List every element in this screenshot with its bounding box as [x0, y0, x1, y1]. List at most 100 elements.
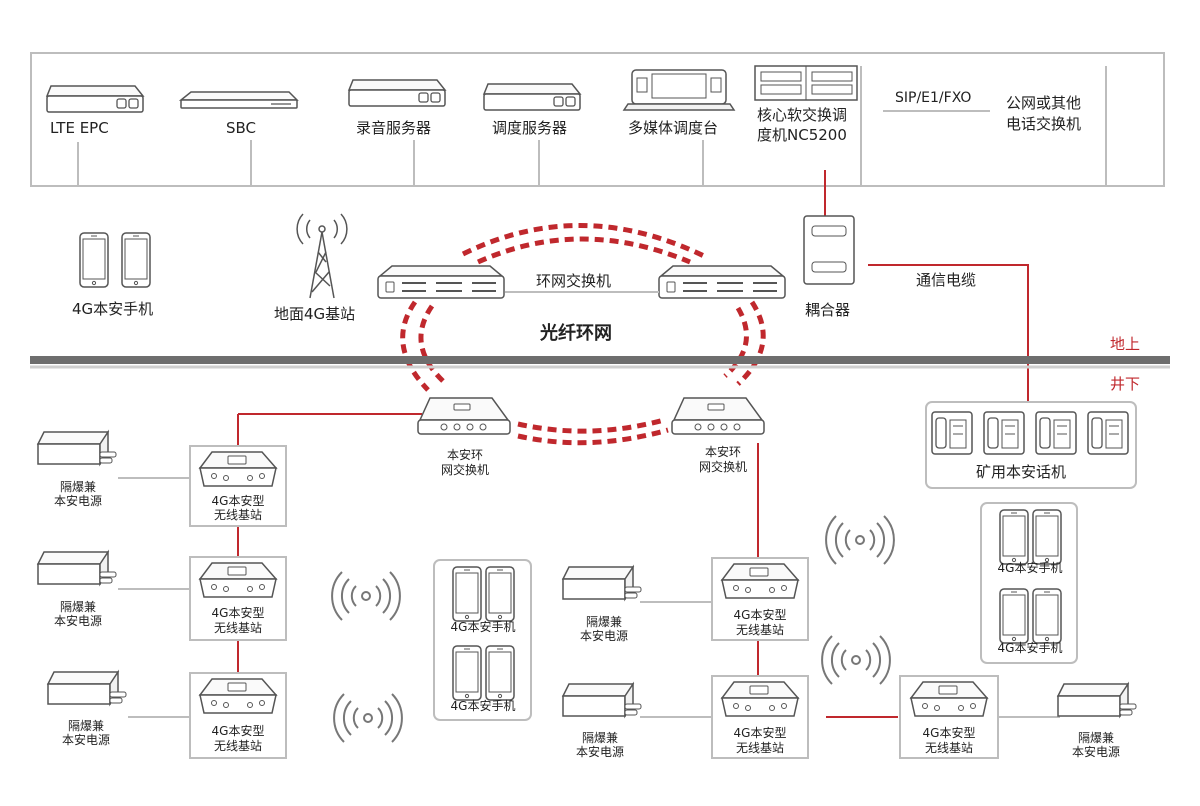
base-station-icon [199, 562, 277, 598]
bs-label-1: 4G本安型 [733, 608, 787, 622]
ring-switch-right-icon [658, 265, 786, 299]
dispatch-server-label: 调度服务器 [492, 119, 568, 137]
phone-icon [452, 645, 482, 701]
public-network-label-2: 电话交换机 [1006, 115, 1082, 133]
handset-label: 4G本安手机 [997, 561, 1063, 575]
safe-switch-right-label-1: 本安环 [704, 445, 741, 459]
psu-label-2: 本安电源 [1071, 745, 1120, 759]
base-station-icon [721, 563, 799, 599]
power-supply-icon [37, 551, 117, 585]
bs-label-2: 无线基站 [735, 623, 784, 637]
psu-label-2: 本安电源 [61, 733, 110, 747]
bs-label-2: 无线基站 [213, 621, 262, 635]
phone-icon [452, 566, 482, 622]
safe-switch-left-label-1: 本安环 [446, 448, 483, 462]
multimedia-console-icon [622, 69, 736, 111]
fiber-ring-label: 光纤环网 [540, 323, 612, 344]
safe-switch-left-label-2: 网交换机 [440, 463, 489, 477]
ring-switch-label: 环网交换机 [536, 272, 612, 290]
sbc-device-icon [180, 91, 298, 109]
phone-icon [121, 232, 151, 288]
recording-server-label: 录音服务器 [356, 119, 432, 137]
mine-phone-icon [931, 411, 973, 455]
psu-label-1: 隔爆兼 [67, 719, 104, 733]
wireless-signal-icon [821, 635, 891, 685]
psu-label-2: 本安电源 [575, 745, 624, 759]
handset-label: 4G本安手机 [997, 641, 1063, 655]
psu-label-1: 隔爆兼 [1077, 731, 1114, 745]
power-supply-icon [37, 431, 117, 465]
bs-label-1: 4G本安型 [211, 606, 265, 620]
lte-epc-server-icon [46, 85, 144, 113]
public-network-label-1: 公网或其他 [1006, 94, 1082, 112]
lte-epc-label: LTE EPC [50, 119, 109, 137]
power-supply-icon [562, 566, 642, 600]
bs-label-2: 无线基站 [924, 741, 973, 755]
ring-switch-left-icon [377, 265, 505, 299]
coupler-icon [803, 215, 855, 285]
power-supply-icon [562, 683, 642, 717]
bs-label-1: 4G本安型 [922, 726, 976, 740]
mine-phone-group [925, 401, 1137, 489]
psu-label-2: 本安电源 [53, 494, 102, 508]
psu-label-1: 隔爆兼 [59, 600, 96, 614]
mine-phone-label: 矿用本安话机 [976, 463, 1067, 481]
fiber-ring [400, 223, 766, 446]
core-softswitch-icon [754, 65, 858, 101]
cell-tower-icon [296, 213, 348, 299]
bs-label-2: 无线基站 [735, 741, 784, 755]
wireless-signal-icon [331, 571, 401, 621]
wireless-signal-icon [333, 693, 403, 743]
above-ground-label: 地上 [1110, 335, 1141, 353]
safe-ring-switch-right-icon [671, 397, 765, 435]
underground-label: 井下 [1110, 375, 1141, 393]
bs-label-1: 4G本安型 [733, 726, 787, 740]
mine-phone-icon [983, 411, 1025, 455]
phone-icon [999, 509, 1029, 565]
base-station-icon [199, 678, 277, 714]
bs-label-2: 无线基站 [213, 508, 262, 522]
phone-icon [999, 588, 1029, 644]
psu-label-1: 隔爆兼 [581, 731, 618, 745]
handset-group-right [980, 502, 1078, 664]
core-switch-label-1: 核心软交换调 [757, 106, 848, 124]
core-switch-label-2: 度机NC5200 [757, 126, 847, 144]
sbc-label: SBC [226, 119, 257, 137]
phone-icon [1032, 509, 1062, 565]
phone-icon [79, 232, 109, 288]
phone-icon [485, 566, 515, 622]
handset-label: 4G本安手机 [450, 620, 516, 634]
base-station-icon [910, 681, 988, 717]
base-station-icon [721, 681, 799, 717]
coupler-label: 耦合器 [805, 301, 851, 319]
bs-label-1: 4G本安型 [211, 494, 265, 508]
ground-divider [30, 356, 1170, 364]
comm-cable-label: 通信电缆 [916, 271, 977, 289]
bs-label-2: 无线基站 [213, 739, 262, 753]
recording-server-icon [348, 79, 446, 107]
mine-phone-icon [1035, 411, 1077, 455]
core-network-frame [30, 52, 1165, 187]
mine-phone-icon [1087, 411, 1129, 455]
psu-label-2: 本安电源 [579, 629, 628, 643]
bs-label-1: 4G本安型 [211, 724, 265, 738]
power-supply-icon [1057, 683, 1137, 717]
psu-label-2: 本安电源 [53, 614, 102, 628]
handset-group-middle [433, 559, 532, 721]
phones-label: 4G本安手机 [72, 300, 154, 318]
safe-ring-switch-left-icon [417, 397, 511, 435]
phone-icon [1032, 588, 1062, 644]
psu-label-1: 隔爆兼 [585, 615, 622, 629]
phone-icon [485, 645, 515, 701]
base-station-icon [199, 451, 277, 487]
handset-label: 4G本安手机 [450, 699, 516, 713]
power-supply-icon [47, 671, 127, 705]
wireless-signal-icon [825, 515, 895, 565]
multimedia-console-label: 多媒体调度台 [628, 119, 719, 137]
sip-label: SIP/E1/FXO [895, 90, 972, 106]
safe-switch-right-label-2: 网交换机 [698, 460, 747, 474]
ground-bs-label: 地面4G基站 [274, 305, 356, 323]
psu-label-1: 隔爆兼 [59, 480, 96, 494]
